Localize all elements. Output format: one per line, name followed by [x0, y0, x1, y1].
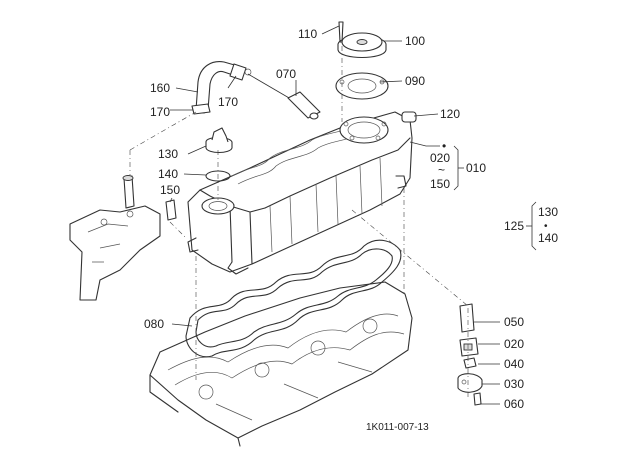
leader-lines [169, 25, 537, 405]
breather-parts-drawing [335, 21, 389, 122]
callout-150-stud: 150 [160, 183, 180, 197]
range-tilde: ~ [438, 163, 445, 177]
range-start-dot: • [442, 139, 446, 153]
figure-code: 1K011-007-13 [366, 422, 429, 433]
breather-hose-drawing [191, 61, 321, 120]
callout-150-range-end: 150 [430, 177, 450, 191]
assembly-guide-lines [195, 188, 405, 380]
callout-040: 040 [504, 357, 524, 371]
gasket-080-drawing [185, 239, 402, 358]
cylinder-head-cover-drawing [187, 111, 417, 275]
callout-090: 090 [405, 74, 425, 88]
callout-125-140: 140 [538, 231, 558, 245]
cover-bracket-parts-drawing [351, 209, 483, 406]
callout-030: 030 [504, 377, 524, 391]
callout-120: 120 [440, 107, 460, 121]
callout-140: 140 [158, 167, 178, 181]
callout-020-lower: 020 [504, 337, 524, 351]
callout-170-hose: 170 [218, 95, 238, 109]
callout-110: 110 [298, 27, 317, 41]
callout-125: 125 [504, 219, 524, 233]
callout-170-clamp: 170 [150, 105, 170, 119]
callout-050: 050 [504, 315, 524, 329]
callout-070: 070 [276, 67, 296, 81]
callout-020: 020 [430, 151, 450, 165]
callout-100: 100 [405, 34, 425, 48]
callout-labels: 110 100 070 090 160 170 170 120 130 140 … [144, 27, 558, 433]
callout-130: 130 [158, 147, 178, 161]
callout-080: 080 [144, 317, 164, 331]
callout-060: 060 [504, 397, 524, 411]
cylinder-head-drawing [149, 281, 413, 447]
callout-125-130: 130 [538, 205, 558, 219]
callout-160: 160 [150, 81, 170, 95]
callout-010: 010 [466, 161, 486, 175]
callout-125-dot: • [544, 221, 548, 232]
bracket-and-studs-drawing [69, 111, 197, 301]
oil-filler-cap-drawing [205, 127, 233, 200]
